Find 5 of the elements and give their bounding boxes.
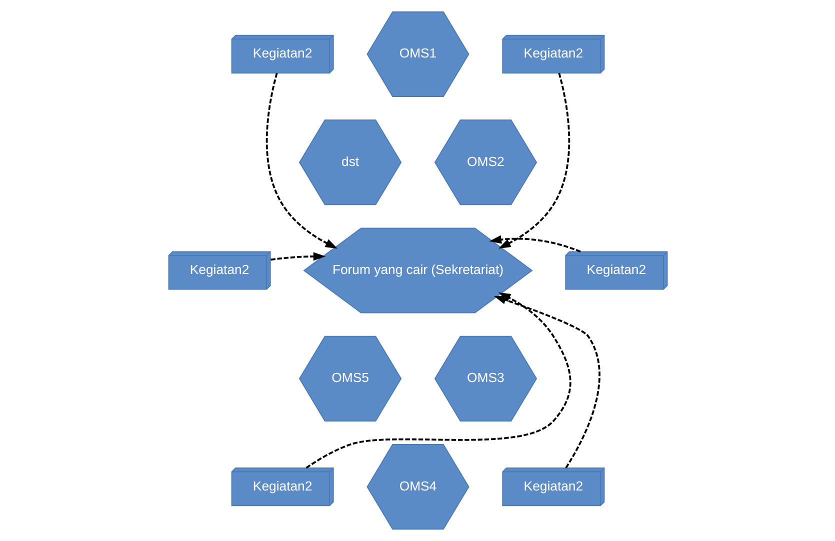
arrow — [488, 235, 580, 253]
arrow — [265, 72, 338, 249]
arrow — [270, 252, 326, 261]
arrow — [493, 296, 600, 468]
arrow — [498, 72, 570, 249]
